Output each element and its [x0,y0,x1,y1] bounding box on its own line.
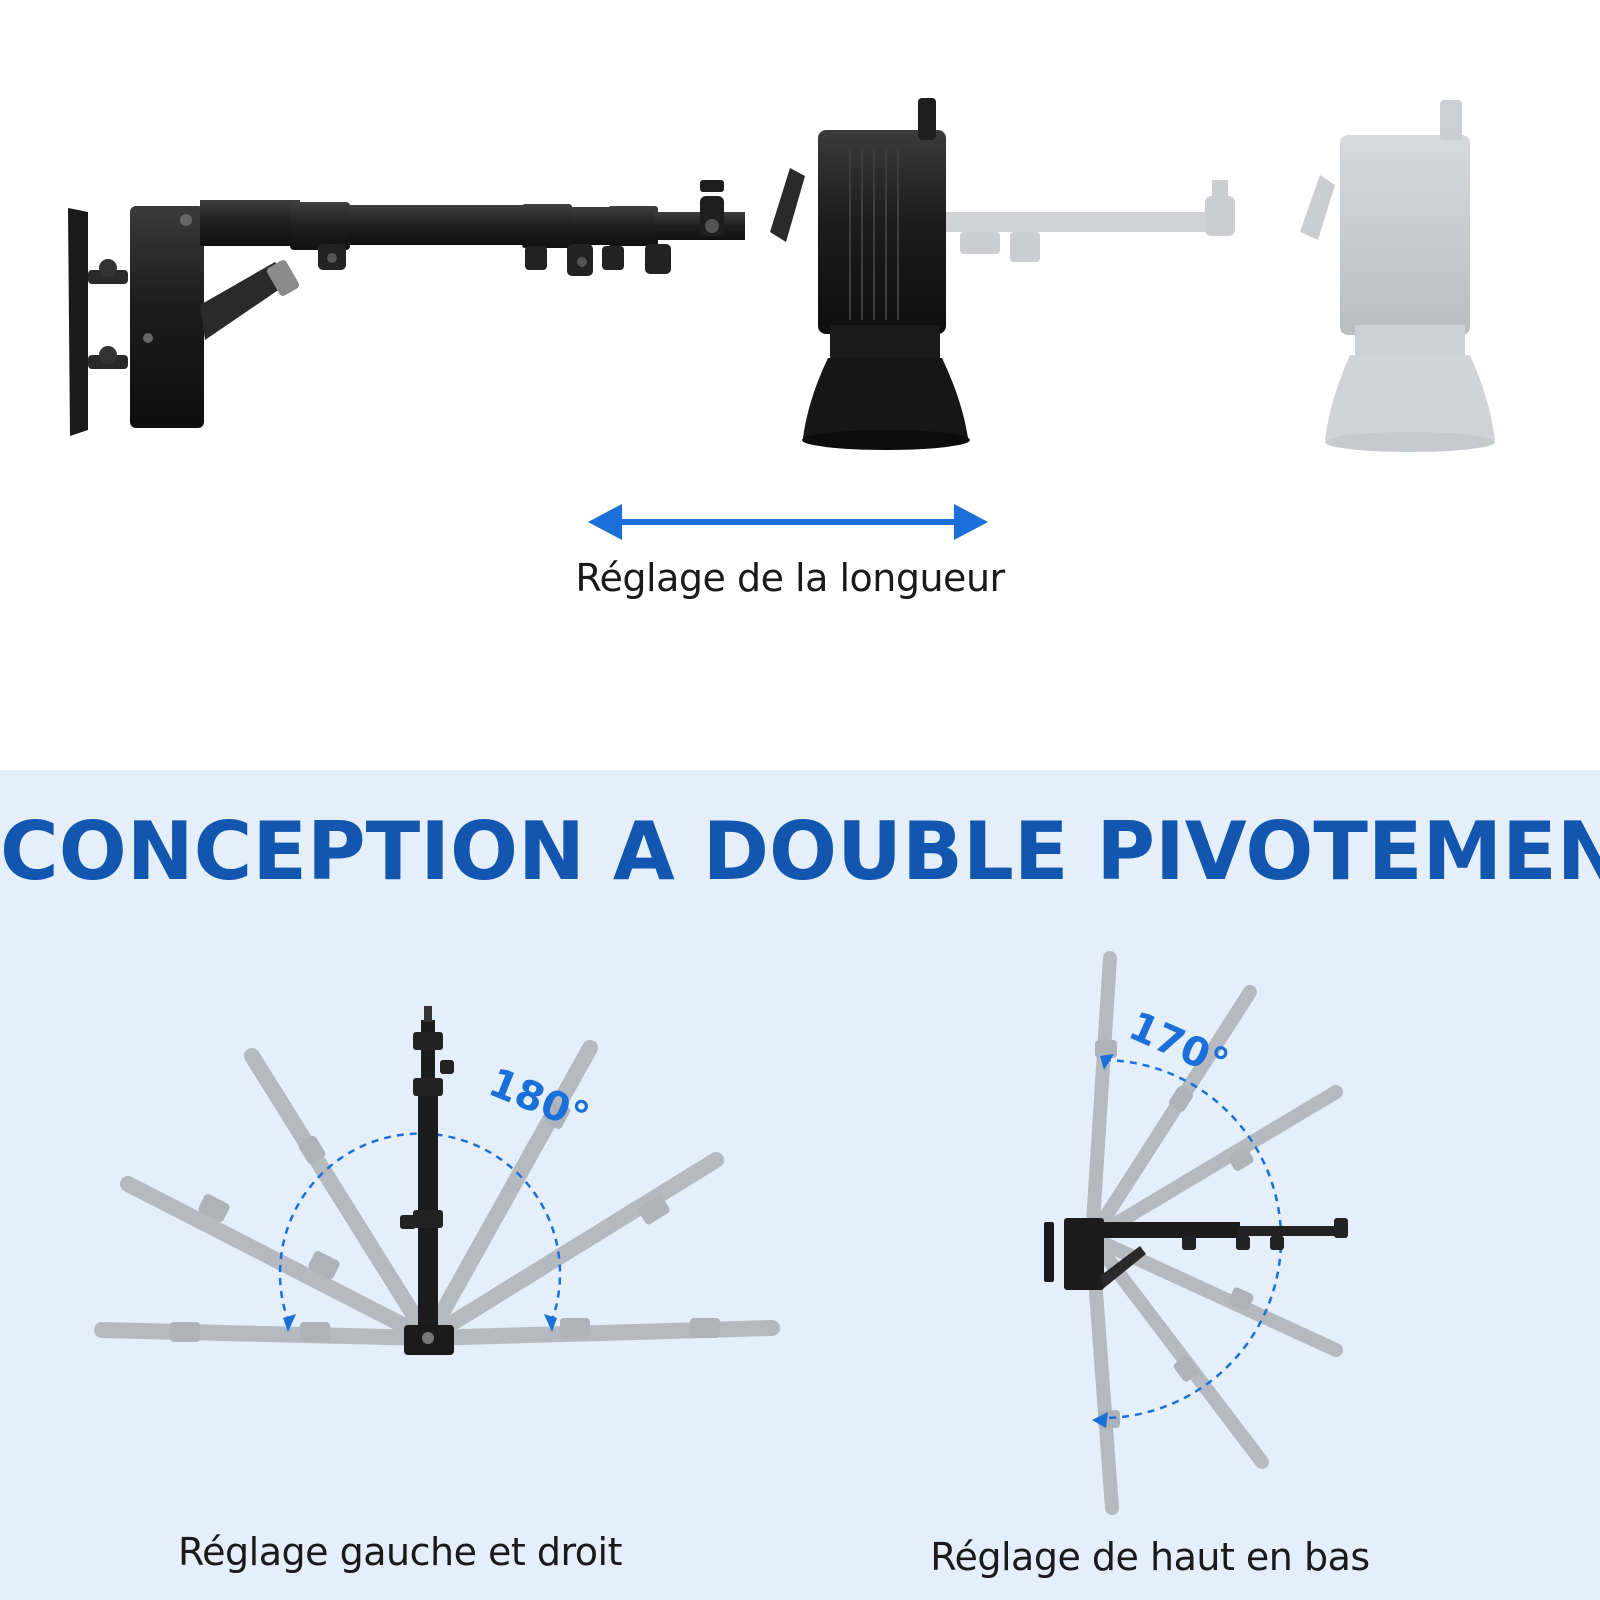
headline: CONCEPTION A DOUBLE PIVOTEMENT [0,805,1600,898]
ghost-pole-clamps-right [1095,1040,1254,1428]
boom-arm [200,168,805,340]
dashed-arc-icon [1092,1054,1283,1428]
studio-light-head [802,98,970,450]
length-adjust-panel [0,0,1600,770]
up-down-caption: Réglage de haut en bas [930,1535,1370,1579]
ghost-pole-clamps [170,1101,720,1342]
wall-mount-plate [68,206,204,436]
double-headed-arrow-icon [588,504,988,540]
upright-pole [400,1006,454,1355]
left-right-swing-illustration: 180° [94,1006,780,1355]
double-pivot-panel [0,770,1600,1600]
angle-label-170: 170° [1122,1003,1235,1087]
dashed-arc-icon [278,1132,562,1332]
left-right-caption: Réglage gauche et droit [177,1530,623,1574]
up-down-swing-illustration: 170° [1044,951,1348,1515]
horizontal-arm [1044,1218,1348,1290]
length-adjust-caption: Réglage de la longueur [575,556,1005,600]
ghost-extended-light [940,100,1495,452]
